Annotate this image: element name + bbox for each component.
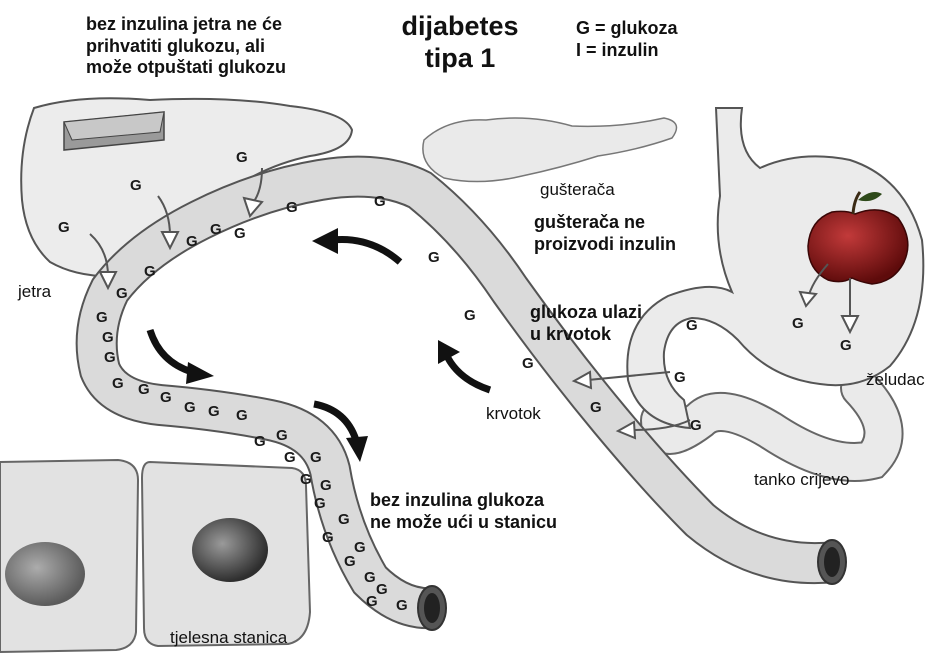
liver-note-line: prihvatiti glukozu, ali xyxy=(86,36,286,58)
legend-glucose: G = glukoza xyxy=(576,18,678,40)
pancreas xyxy=(423,118,677,182)
pancreas-label: gušterača xyxy=(540,180,615,200)
glucose-marker: G xyxy=(236,149,248,166)
glucose-marker: G xyxy=(522,355,534,372)
entry-note-line: glukoza ulazi xyxy=(530,302,642,324)
liver-note-line: bez inzulina jetra ne će xyxy=(86,14,286,36)
glucose-marker: G xyxy=(102,329,114,346)
glucose-marker: G xyxy=(322,529,334,546)
pancreas-note-line: proizvodi inzulin xyxy=(534,234,676,256)
flow-arrow-top xyxy=(332,239,400,262)
glucose-marker: G xyxy=(690,417,702,434)
glucose-marker: G xyxy=(236,407,248,424)
legend: G = glukoza I = inzulin xyxy=(576,18,678,61)
cell-note-line: ne može ući u stanicu xyxy=(370,512,557,534)
glucose-marker: G xyxy=(286,199,298,216)
pancreas-note-line: gušterača ne xyxy=(534,212,676,234)
bloodstream-label: krvotok xyxy=(486,404,541,424)
body-cells xyxy=(0,460,310,652)
glucose-marker: G xyxy=(160,389,172,406)
glucose-marker: G xyxy=(320,477,332,494)
entry-note-line: u krvotok xyxy=(530,324,642,346)
pancreas-note: gušterača ne proizvodi inzulin xyxy=(534,212,676,255)
glucose-marker: G xyxy=(58,219,70,236)
glucose-marker: G xyxy=(284,449,296,466)
small-intestine-label: tanko crijevo xyxy=(754,470,849,490)
glucose-marker: G xyxy=(254,433,266,450)
glucose-marker: G xyxy=(364,569,376,586)
glucose-marker: G xyxy=(396,597,408,614)
glucose-marker: G xyxy=(590,399,602,416)
glucose-marker: G xyxy=(116,285,128,302)
glucose-marker: G xyxy=(376,581,388,598)
glucose-marker: G xyxy=(210,221,222,238)
glucose-marker: G xyxy=(354,539,366,556)
cell-nucleus-right xyxy=(192,518,268,582)
glucose-marker: G xyxy=(130,177,142,194)
flow-arrow-middle xyxy=(448,358,490,390)
glucose-marker: G xyxy=(344,553,356,570)
glucose-marker: G xyxy=(366,593,378,610)
glucose-marker: G xyxy=(276,427,288,444)
glucose-marker: G xyxy=(310,449,322,466)
glucose-marker: G xyxy=(144,263,156,280)
glucose-marker: G xyxy=(186,233,198,250)
glucose-marker: G xyxy=(464,307,476,324)
body-cell-label: tjelesna stanica xyxy=(170,628,287,648)
diagram-title: dijabetes tipa 1 xyxy=(380,10,540,75)
cell-nucleus-left xyxy=(5,542,85,606)
glucose-marker: G xyxy=(234,225,246,242)
glucose-marker: G xyxy=(792,315,804,332)
glucose-marker: G xyxy=(96,309,108,326)
liver-note: bez inzulina jetra ne će prihvatiti gluk… xyxy=(86,14,286,79)
title-line-2: tipa 1 xyxy=(380,42,540,74)
glucose-marker: G xyxy=(184,399,196,416)
glucose-marker: G xyxy=(428,249,440,266)
liver-note-line: može otpuštati glukozu xyxy=(86,57,286,79)
flow-arrow-left-1 xyxy=(150,330,192,372)
legend-insulin: I = inzulin xyxy=(576,40,678,62)
glucose-marker: G xyxy=(208,403,220,420)
stomach-label: želudac xyxy=(866,370,925,390)
glucose-marker: G xyxy=(338,511,350,528)
cell-note-line: bez inzulina glukoza xyxy=(370,490,557,512)
glucose-marker: G xyxy=(104,349,116,366)
title-line-1: dijabetes xyxy=(380,10,540,42)
cell-note: bez inzulina glukoza ne može ući u stani… xyxy=(370,490,557,533)
glucose-marker: G xyxy=(686,317,698,334)
glucose-marker: G xyxy=(300,471,312,488)
liver-label: jetra xyxy=(18,282,51,302)
glucose-marker: G xyxy=(314,495,326,512)
glucose-entry-note: glukoza ulazi u krvotok xyxy=(530,302,642,345)
glucose-marker: G xyxy=(112,375,124,392)
glucose-marker: G xyxy=(674,369,686,386)
glucose-marker: G xyxy=(840,337,852,354)
glucose-marker: G xyxy=(138,381,150,398)
glucose-marker: G xyxy=(374,193,386,210)
